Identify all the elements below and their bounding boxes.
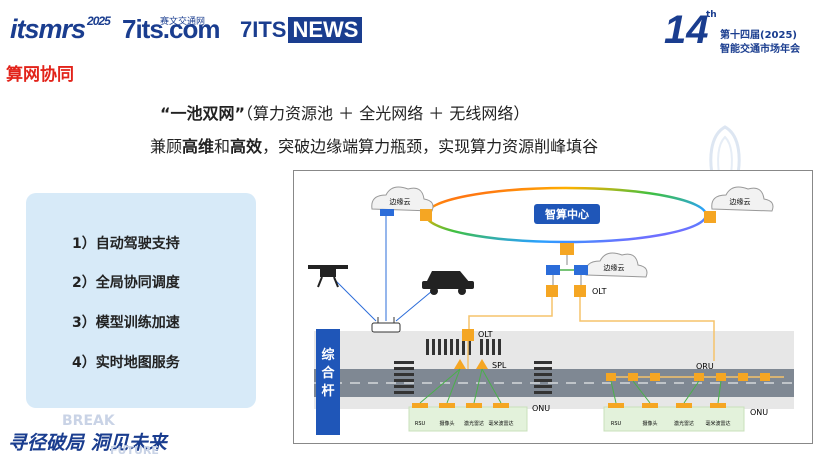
7its-logo-subtitle: 赛文交通网	[160, 17, 206, 27]
compute-center-box	[534, 204, 600, 224]
conference-edition: 第十四届(2025)	[720, 30, 797, 41]
anniversary-badge-number: 14	[664, 8, 709, 52]
footer-future-text: FUTURE	[110, 444, 159, 457]
feature-item: 2）全局协同调度	[72, 275, 180, 291]
device-label: 摄像头	[642, 420, 657, 427]
fiber-link	[468, 297, 553, 331]
splitter-icon	[454, 359, 466, 369]
device-label: 激光雷达	[464, 420, 484, 427]
edge-cloud-label: 边缘云	[604, 263, 625, 272]
car-icon	[422, 271, 474, 295]
olt-device-icon	[546, 285, 558, 297]
device-label: 毫米波雷达	[705, 420, 730, 427]
network-diagram-canvas: 综 合 杆 智算中心 边缘云 边缘云 边缘云 OLT	[308, 186, 794, 435]
edge-cloud-label: 边缘云	[390, 197, 411, 206]
anniversary-badge-suffix: th	[706, 10, 717, 20]
device-label: 毫米波雷达	[488, 420, 513, 427]
device-label: 摄像头	[439, 420, 454, 427]
compute-center-label: 智算中心	[545, 207, 589, 221]
network-diagram: 综 合 杆 智算中心 边缘云 边缘云 边缘云 OLT	[293, 170, 813, 444]
7its-logo: 7its.com	[122, 14, 220, 44]
conference-name: 智能交通市场年会	[720, 44, 800, 55]
pole-label-char: 综	[321, 347, 334, 363]
pole-label-box	[316, 329, 340, 435]
olt-label: OLT	[478, 330, 493, 339]
pole-label-char: 杆	[321, 383, 334, 399]
onu-cluster	[603, 380, 745, 432]
headline: “一池双网”（算力资源池 ＋ 全光网络 ＋ 无线网络）	[160, 104, 530, 123]
oru-label: ORU	[696, 362, 714, 371]
device-label: RSU	[415, 421, 426, 427]
edge-cloud-icon: 边缘云	[371, 186, 434, 216]
device-label: 激光雷达	[674, 420, 694, 427]
router-icon	[546, 265, 560, 275]
onu-label: ONU	[750, 408, 768, 417]
feature-item: 3）模型训练加速	[72, 315, 180, 331]
fiber-link	[579, 297, 715, 361]
spl-label: SPL	[492, 361, 507, 370]
page-title: 算网协同	[6, 65, 74, 85]
footer-slogan: 寻径破局 洞见未来	[8, 432, 167, 454]
subheadline: 兼顾高维和高效，突破边缘端算力瓶颈，实现算力资源削峰填谷	[150, 137, 599, 156]
drone-icon	[308, 265, 348, 288]
feature-item: 1）自动驾驶支持	[72, 236, 180, 252]
crosswalk	[426, 339, 501, 355]
feature-item: 4）实时地图服务	[72, 355, 180, 371]
olt-device-icon	[462, 329, 474, 341]
olt-label: OLT	[592, 287, 607, 296]
onu-label: ONU	[532, 404, 550, 413]
wireless-access-point-icon	[371, 317, 401, 333]
olt-device-icon	[574, 285, 586, 297]
edge-cloud-icon: 边缘云	[585, 252, 648, 278]
wireless-link	[333, 278, 377, 322]
footer-break-text: BREAK	[62, 413, 115, 429]
crosswalk	[394, 361, 552, 394]
oru-chain	[606, 373, 784, 381]
splitter-icon	[476, 359, 488, 369]
switch-icon	[560, 243, 574, 255]
router-icon	[574, 265, 588, 275]
device-label: RSU	[611, 421, 622, 427]
edge-cloud-label: 边缘云	[730, 197, 751, 206]
onu-cluster	[408, 368, 528, 432]
edge-cloud-icon: 边缘云	[711, 186, 774, 212]
switch-icon	[420, 209, 432, 221]
pole-label-char: 合	[321, 365, 335, 381]
switch-icon	[704, 211, 716, 223]
feature-panel	[26, 193, 256, 408]
